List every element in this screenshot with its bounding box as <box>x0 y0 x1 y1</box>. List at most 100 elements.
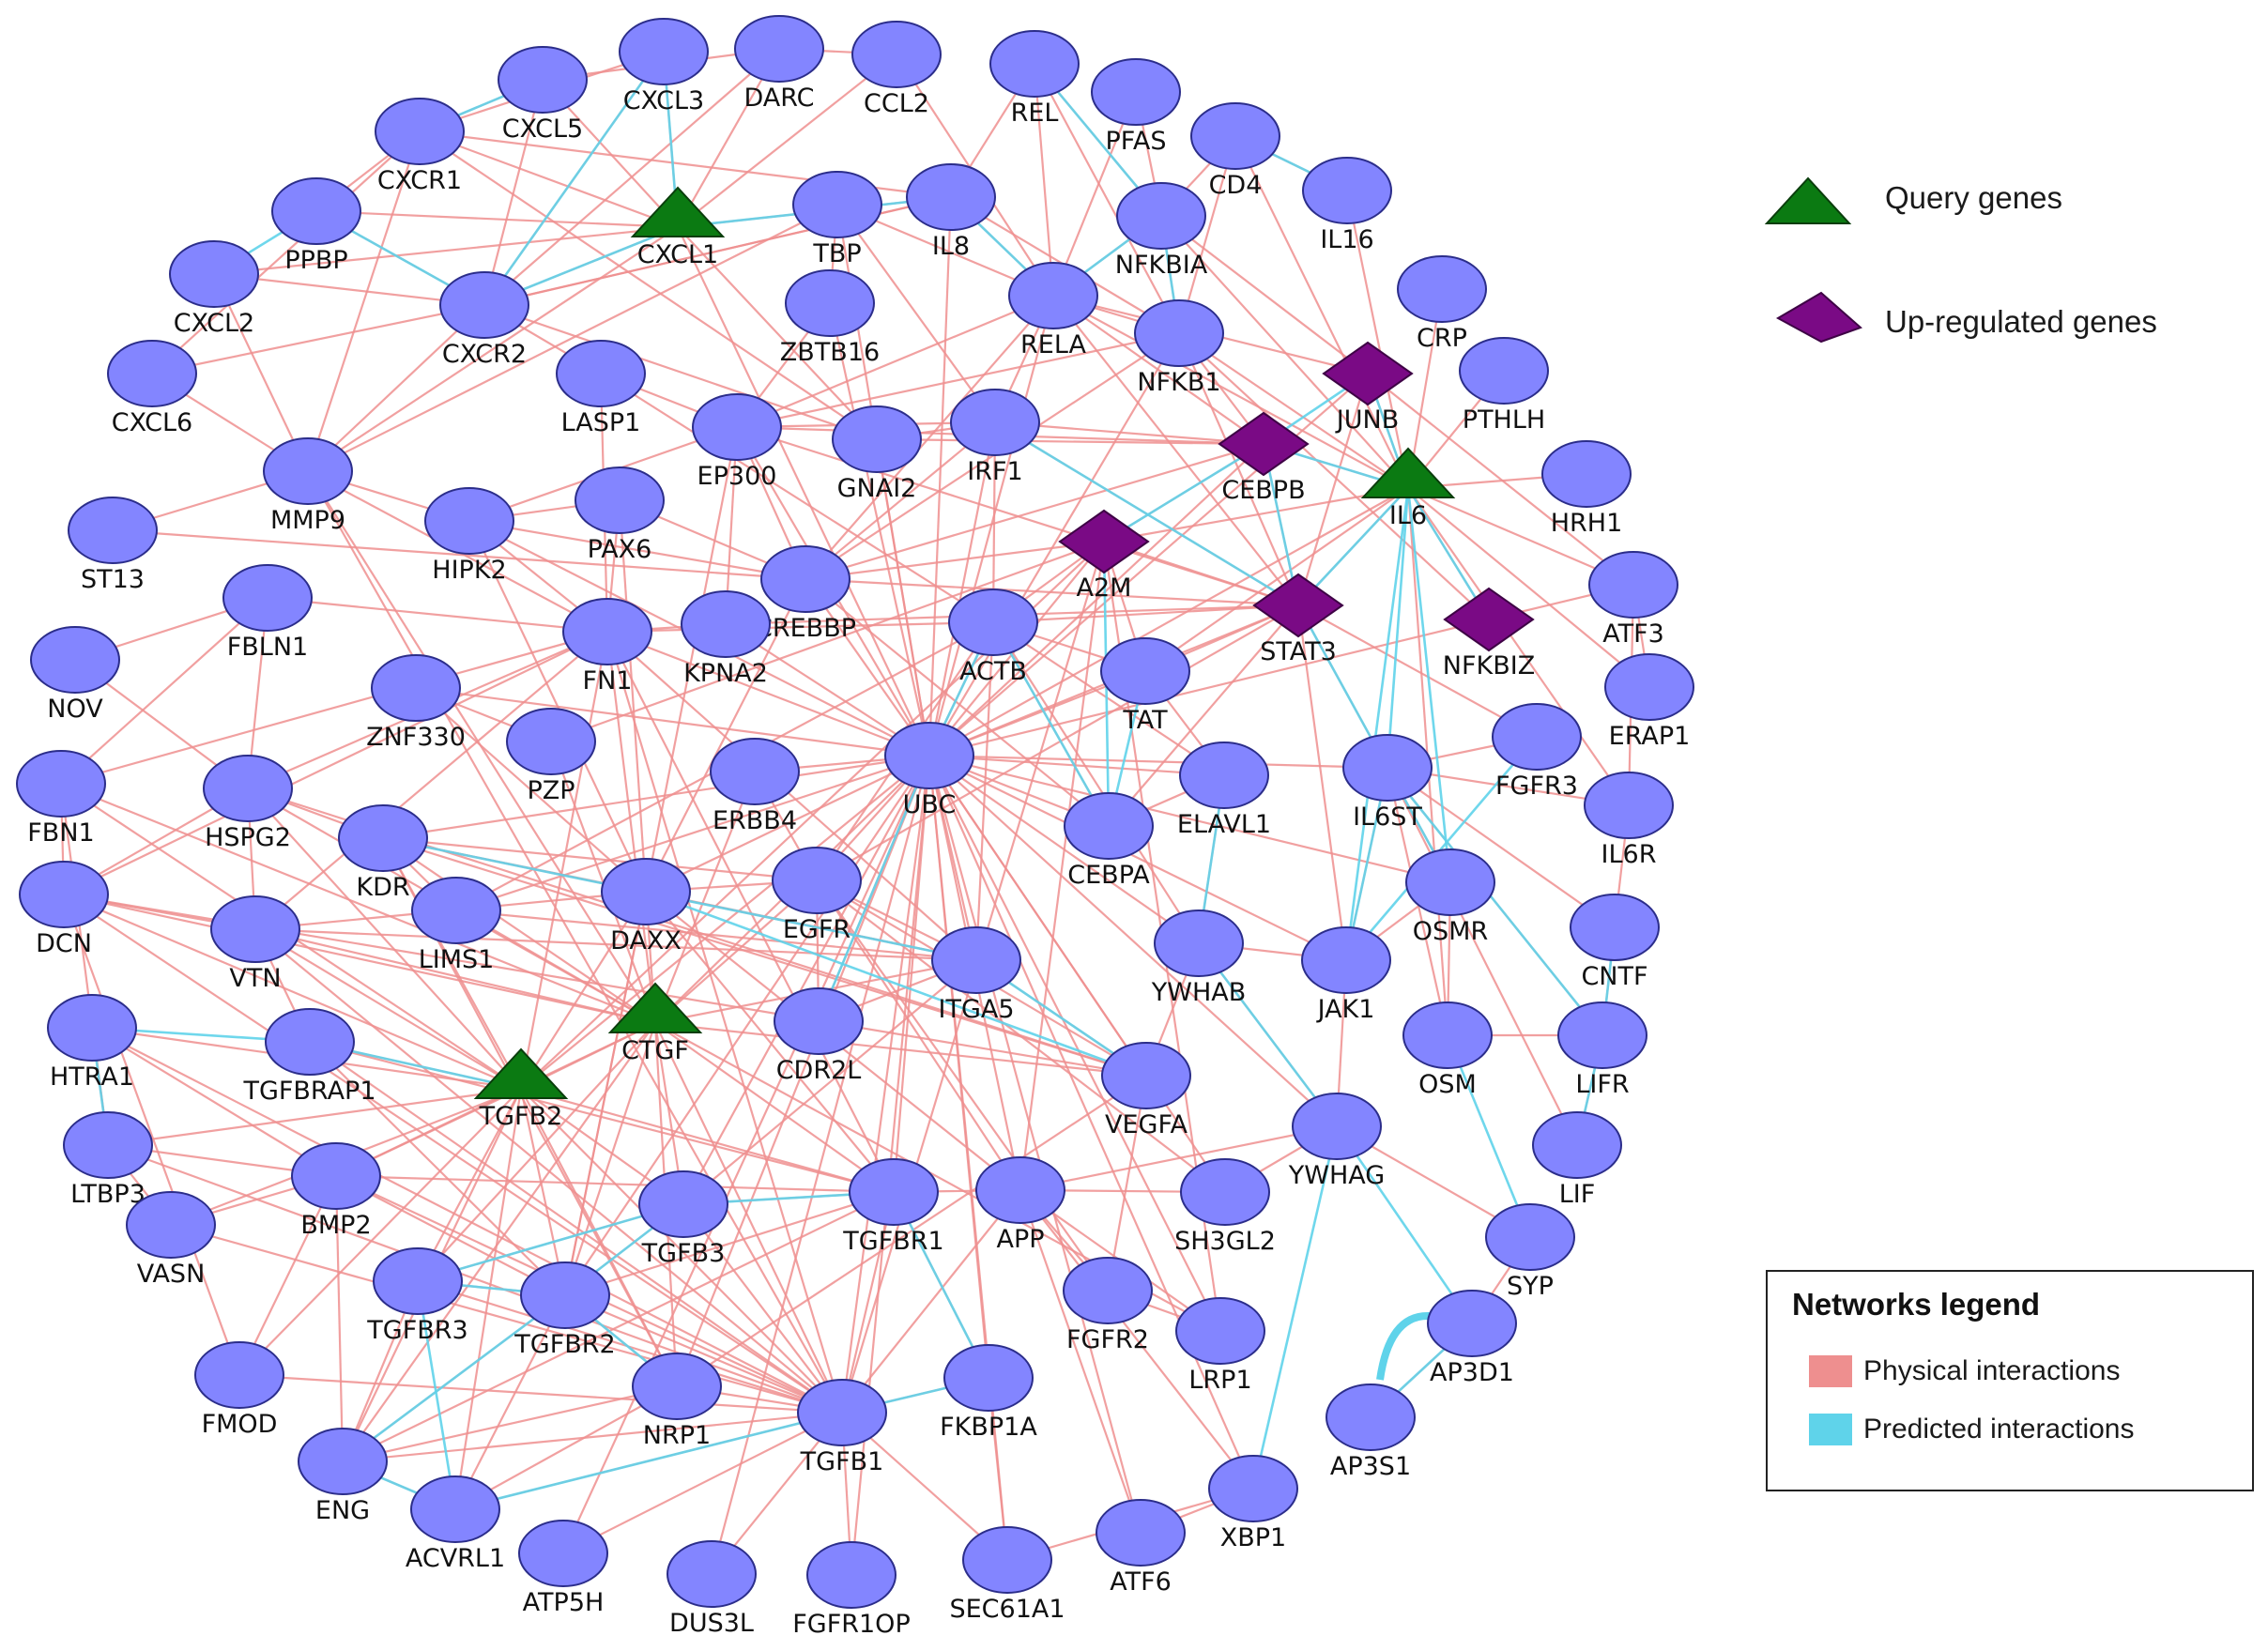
upregulated-gene-diamond[interactable] <box>1218 411 1310 477</box>
node-a2m[interactable]: A2M <box>1058 509 1150 603</box>
gene-ellipse[interactable] <box>632 1353 722 1420</box>
gene-ellipse[interactable] <box>498 46 588 114</box>
gene-ellipse[interactable] <box>1175 1297 1265 1365</box>
node-sec61a1[interactable]: SEC61A1 <box>949 1526 1065 1624</box>
gene-ellipse[interactable] <box>1091 58 1181 126</box>
gene-ellipse[interactable] <box>439 271 529 339</box>
node-vasn[interactable]: VASN <box>126 1191 216 1289</box>
gene-ellipse[interactable] <box>1427 1290 1517 1357</box>
node-il6[interactable]: IL6 <box>1360 447 1456 530</box>
node-fkbp1a[interactable]: FKBP1A <box>940 1344 1037 1442</box>
gene-ellipse[interactable] <box>1459 337 1549 405</box>
gene-ellipse[interactable] <box>1179 741 1269 809</box>
node-erap1[interactable]: ERAP1 <box>1604 653 1694 751</box>
node-htra1[interactable]: HTRA1 <box>47 994 137 1092</box>
gene-ellipse[interactable] <box>424 487 514 555</box>
gene-ellipse[interactable] <box>1397 255 1487 323</box>
gene-ellipse[interactable] <box>806 1541 896 1609</box>
gene-ellipse[interactable] <box>1541 440 1632 508</box>
gene-ellipse[interactable] <box>772 847 862 914</box>
node-irf1[interactable]: IRF1 <box>950 389 1040 486</box>
node-znf330[interactable]: ZNF330 <box>366 654 466 752</box>
node-il16[interactable]: IL16 <box>1302 157 1392 254</box>
node-tbp[interactable]: TBP <box>792 171 882 268</box>
node-bmp2[interactable]: BMP2 <box>291 1142 381 1240</box>
query-gene-triangle[interactable] <box>1360 447 1456 498</box>
gene-ellipse[interactable] <box>1180 1158 1270 1226</box>
node-cntf[interactable]: CNTF <box>1570 894 1660 991</box>
gene-ellipse[interactable] <box>785 269 875 337</box>
node-il8[interactable]: IL8 <box>906 163 996 261</box>
node-kpna2[interactable]: KPNA2 <box>681 590 771 688</box>
gene-ellipse[interactable] <box>19 861 109 928</box>
node-atp5h[interactable]: ATP5H <box>518 1520 608 1617</box>
node-cxcl3[interactable]: CXCL3 <box>619 18 709 115</box>
node-atf6[interactable]: ATF6 <box>1096 1499 1186 1597</box>
node-junb[interactable]: JUNB <box>1322 341 1414 435</box>
gene-ellipse[interactable] <box>107 340 197 407</box>
node-fgfr3[interactable]: FGFR3 <box>1492 703 1582 801</box>
gene-ellipse[interactable] <box>1154 910 1244 977</box>
gene-ellipse[interactable] <box>1292 1093 1382 1160</box>
gene-ellipse[interactable] <box>291 1142 381 1210</box>
node-kdr[interactable]: KDR <box>338 804 428 902</box>
gene-ellipse[interactable] <box>520 1261 610 1329</box>
node-rela[interactable]: RELA <box>1008 262 1098 359</box>
node-il6st[interactable]: IL6ST <box>1342 734 1433 832</box>
gene-ellipse[interactable] <box>851 21 942 88</box>
gene-ellipse[interactable] <box>562 598 652 665</box>
node-ubc[interactable]: UBC <box>884 722 974 819</box>
gene-ellipse[interactable] <box>797 1379 887 1446</box>
gene-ellipse[interactable] <box>1557 1001 1647 1069</box>
node-cxcr2[interactable]: CXCR2 <box>439 271 529 369</box>
node-fbn1[interactable]: FBN1 <box>16 750 106 848</box>
node-zbtb16[interactable]: ZBTB16 <box>780 269 880 367</box>
node-ep300[interactable]: EP300 <box>692 393 782 491</box>
gene-ellipse[interactable] <box>989 30 1080 98</box>
node-lasp1[interactable]: LASP1 <box>556 340 646 437</box>
gene-ellipse[interactable] <box>16 750 106 818</box>
node-hipk2[interactable]: HIPK2 <box>424 487 514 585</box>
node-gnai2[interactable]: GNAI2 <box>832 405 922 503</box>
gene-ellipse[interactable] <box>203 755 293 822</box>
gene-ellipse[interactable] <box>575 466 665 534</box>
gene-ellipse[interactable] <box>774 987 864 1055</box>
gene-ellipse[interactable] <box>68 497 158 564</box>
gene-ellipse[interactable] <box>1326 1383 1416 1451</box>
gene-ellipse[interactable] <box>1405 848 1495 916</box>
gene-ellipse[interactable] <box>849 1158 939 1226</box>
node-jak1[interactable]: JAK1 <box>1301 926 1391 1024</box>
node-ap3s1[interactable]: AP3S1 <box>1326 1383 1416 1481</box>
node-egfr[interactable]: EGFR <box>772 847 862 944</box>
node-hspg2[interactable]: HSPG2 <box>203 755 293 852</box>
node-hrh1[interactable]: HRH1 <box>1541 440 1632 538</box>
gene-ellipse[interactable] <box>298 1428 388 1495</box>
node-elavl1[interactable]: ELAVL1 <box>1177 741 1271 839</box>
gene-ellipse[interactable] <box>760 545 850 613</box>
gene-ellipse[interactable] <box>375 98 465 165</box>
gene-ellipse[interactable] <box>1008 262 1098 329</box>
node-tgfb3[interactable]: TGFB3 <box>638 1170 728 1268</box>
gene-ellipse[interactable] <box>906 163 996 231</box>
gene-ellipse[interactable] <box>1116 182 1206 250</box>
node-darc[interactable]: DARC <box>734 15 824 113</box>
gene-ellipse[interactable] <box>692 393 782 461</box>
node-erbb4[interactable]: ERBB4 <box>710 738 800 835</box>
node-ctgf[interactable]: CTGF <box>607 982 703 1065</box>
gene-ellipse[interactable] <box>222 564 313 632</box>
node-tgfb2[interactable]: TGFB2 <box>473 1047 569 1131</box>
node-nfkbia[interactable]: NFKBIA <box>1115 182 1208 280</box>
gene-ellipse[interactable] <box>667 1540 757 1608</box>
gene-ellipse[interactable] <box>948 589 1038 656</box>
node-crebbp[interactable]: CREBBP <box>755 545 856 643</box>
gene-ellipse[interactable] <box>1532 1111 1622 1179</box>
node-fgfr2[interactable]: FGFR2 <box>1063 1257 1153 1354</box>
node-daxx[interactable]: DAXX <box>601 858 691 955</box>
gene-ellipse[interactable] <box>884 722 974 789</box>
gene-ellipse[interactable] <box>338 804 428 872</box>
node-cxcl1[interactable]: CXCL1 <box>630 186 726 269</box>
node-cebpb[interactable]: CEBPB <box>1218 411 1310 505</box>
node-pfas[interactable]: PFAS <box>1091 58 1181 156</box>
node-cxcl6[interactable]: CXCL6 <box>107 340 197 437</box>
gene-ellipse[interactable] <box>1208 1455 1298 1522</box>
